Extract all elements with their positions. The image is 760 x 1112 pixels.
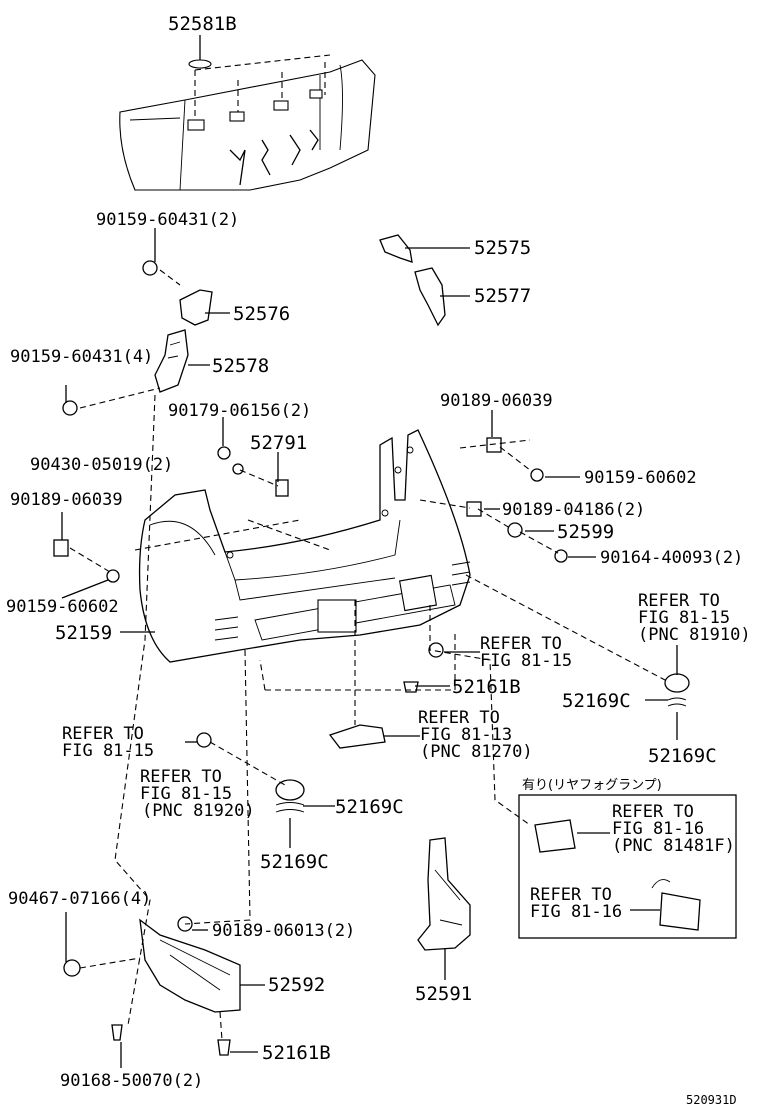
ref-6-line-2: FIG 81-16 bbox=[612, 819, 704, 839]
label-52159: 52159 bbox=[55, 622, 112, 644]
leader-lines bbox=[61, 228, 678, 1068]
label-90159-60431-4: 90159-60431(4) bbox=[10, 347, 153, 367]
ref-7-line-2: FIG 81-16 bbox=[530, 902, 622, 922]
ref-5-line-1: REFER TO bbox=[140, 767, 222, 787]
label-52169c-right-b: 52169C bbox=[648, 745, 717, 767]
label-52791: 52791 bbox=[250, 432, 307, 454]
label-90430-05019: 90430-05019(2) bbox=[30, 455, 173, 475]
fasteners bbox=[53, 260, 690, 1056]
bracket-52578 bbox=[154, 329, 189, 393]
refer-to-callouts: REFER TO FIG 81-15 (PNC 81910) REFER TO … bbox=[62, 591, 751, 922]
ref-6-line-3: (PNC 81481F) bbox=[612, 836, 735, 856]
label-90168-50070: 90168-50070(2) bbox=[60, 1071, 203, 1091]
ref-6-line-1: REFER TO bbox=[612, 802, 694, 822]
label-52599: 52599 bbox=[557, 521, 614, 543]
vehicle-body-rear-drawing bbox=[119, 35, 376, 191]
ref-3-line-2: FIG 81-13 bbox=[420, 725, 512, 745]
label-90159-60431-2: 90159-60431(2) bbox=[96, 210, 239, 230]
fog-lamp-box-title: 有り(リヤフォグランプ) bbox=[522, 778, 662, 793]
label-52592: 52592 bbox=[268, 974, 325, 996]
rear-bumper-cover bbox=[138, 429, 471, 663]
label-52575: 52575 bbox=[474, 237, 531, 259]
label-90164-40093: 90164-40093(2) bbox=[600, 548, 743, 568]
ref-3-line-3: (PNC 81270) bbox=[420, 742, 533, 762]
label-90189-04186: 90189-04186(2) bbox=[502, 500, 645, 520]
retainer-52575 bbox=[379, 234, 413, 263]
ref-2-line-2: FIG 81-15 bbox=[480, 651, 572, 671]
label-90159-60602-right: 90159-60602 bbox=[584, 468, 697, 488]
ref-4-line-2: FIG 81-15 bbox=[62, 741, 154, 761]
retainer-52577 bbox=[414, 267, 446, 327]
diagram-code: 520931D bbox=[686, 1093, 737, 1107]
label-52578: 52578 bbox=[212, 355, 269, 377]
label-52591: 52591 bbox=[415, 983, 472, 1005]
ref-1-line-1: REFER TO bbox=[638, 591, 720, 611]
label-90189-06039-left: 90189-06039 bbox=[10, 490, 123, 510]
label-52169c-left-a: 52169C bbox=[335, 796, 404, 818]
label-90159-60602-left: 90159-60602 bbox=[6, 597, 119, 617]
label-90189-06013: 90189-06013(2) bbox=[212, 921, 355, 941]
label-90189-06039-right: 90189-06039 bbox=[440, 391, 553, 411]
ref-5-line-3: (PNC 81920) bbox=[142, 801, 255, 821]
label-90467-07166: 90467-07166(4) bbox=[8, 889, 151, 909]
rear-fog-lamp-box bbox=[518, 794, 737, 939]
label-52161b-mid: 52161B bbox=[452, 676, 521, 698]
ref-1-line-2: FIG 81-15 bbox=[638, 608, 730, 628]
label-52169c-right-a: 52169C bbox=[562, 690, 631, 712]
bracket-52591 bbox=[417, 837, 471, 951]
ref-2-line-1: REFER TO bbox=[480, 634, 562, 654]
ref-3-line-1: REFER TO bbox=[418, 708, 500, 728]
ref-4-line-1: REFER TO bbox=[62, 724, 144, 744]
label-52161b-bot: 52161B bbox=[262, 1042, 331, 1064]
mudguard-52592 bbox=[139, 918, 241, 1013]
label-90179-06156: 90179-06156(2) bbox=[168, 401, 311, 421]
ref-7-line-1: REFER TO bbox=[530, 885, 612, 905]
label-52169c-left-b: 52169C bbox=[260, 851, 329, 873]
part-labels: 52581B 90159-60431(2) 52575 52577 52576 … bbox=[6, 13, 743, 1091]
ref-1-line-3: (PNC 81910) bbox=[638, 625, 751, 645]
bracket-52576 bbox=[179, 289, 213, 326]
label-52581b: 52581B bbox=[168, 13, 237, 35]
label-52576: 52576 bbox=[233, 303, 290, 325]
ref-5-line-2: FIG 81-15 bbox=[140, 784, 232, 804]
label-52577: 52577 bbox=[474, 285, 531, 307]
